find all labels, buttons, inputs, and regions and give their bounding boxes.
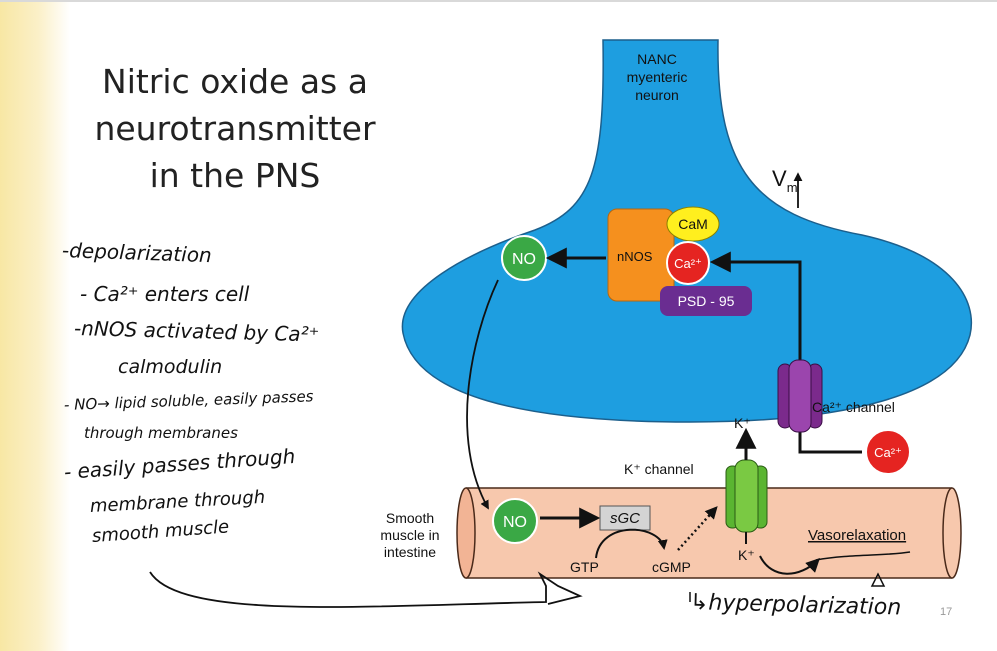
no-neuron-label: NO [512,251,536,268]
psd95-block [660,286,752,316]
neuron-label-1: NANC [637,51,677,67]
slide-accent-band [0,0,70,651]
vm-label: Vm [772,166,798,195]
nnos-label: nNOS [617,249,653,264]
k-channel [725,459,768,533]
no-molecule-muscle [492,498,538,544]
cam-blob [666,206,720,242]
no-muscle-label: NO [503,514,527,531]
arrow-no-diffusion [466,279,499,510]
arrow-gtp-to-cgmp [595,528,668,559]
note-ca-enters: - Ca²⁺ enters cell [80,282,250,306]
slide-title: Nitric oxide as a neurotransmitter in th… [70,58,400,199]
ca-ion-bound [666,241,710,285]
k-below-label: K⁺ [738,547,755,563]
note-calmodulin: calmodulin [118,356,223,378]
ca-ion-outside-label: Ca²⁺ [874,445,902,460]
smooth-muscle-label-2: muscle in [380,527,439,543]
k-above-label: K⁺ [734,415,751,431]
title-line-3: in the PNS [149,156,321,195]
smooth-muscle-label-1: Smooth [386,510,434,526]
neuron-label-2: myenteric [627,69,688,85]
note-through-membranes: through membranes [84,424,238,442]
gtp-label: GTP [570,559,599,575]
hw-pointer-hyperpolarization [689,572,886,602]
vasorelaxation-label: Vasorelaxation [808,527,906,544]
title-line-1: Nitric oxide as a [102,62,368,101]
ca-ion-bound-label: Ca²⁺ [674,256,702,271]
arrow-k-to-vasorelaxation [759,555,820,575]
k-channel-label: K⁺ channel [624,461,694,477]
ca-ion-outside [865,429,911,475]
neuron-label-3: neuron [635,87,679,103]
page-number: 17 [940,606,953,618]
top-divider [0,0,997,2]
title-line-2: neurotransmitter [94,109,376,148]
cam-label: CaM [678,216,708,232]
smooth-muscle-label-3: intestine [384,544,436,560]
hw-underline-vasorelaxation [815,551,911,561]
arrow-ca-to-nnos [709,251,862,454]
ca-channel [777,359,823,433]
psd95-label: PSD - 95 [678,293,735,309]
hw-note-pointer-arrow [149,571,583,608]
ca-channel-label: Ca²⁺ channel [812,399,895,415]
sgc-label: sGC [610,510,640,527]
cgmp-label: cGMP [652,559,691,575]
